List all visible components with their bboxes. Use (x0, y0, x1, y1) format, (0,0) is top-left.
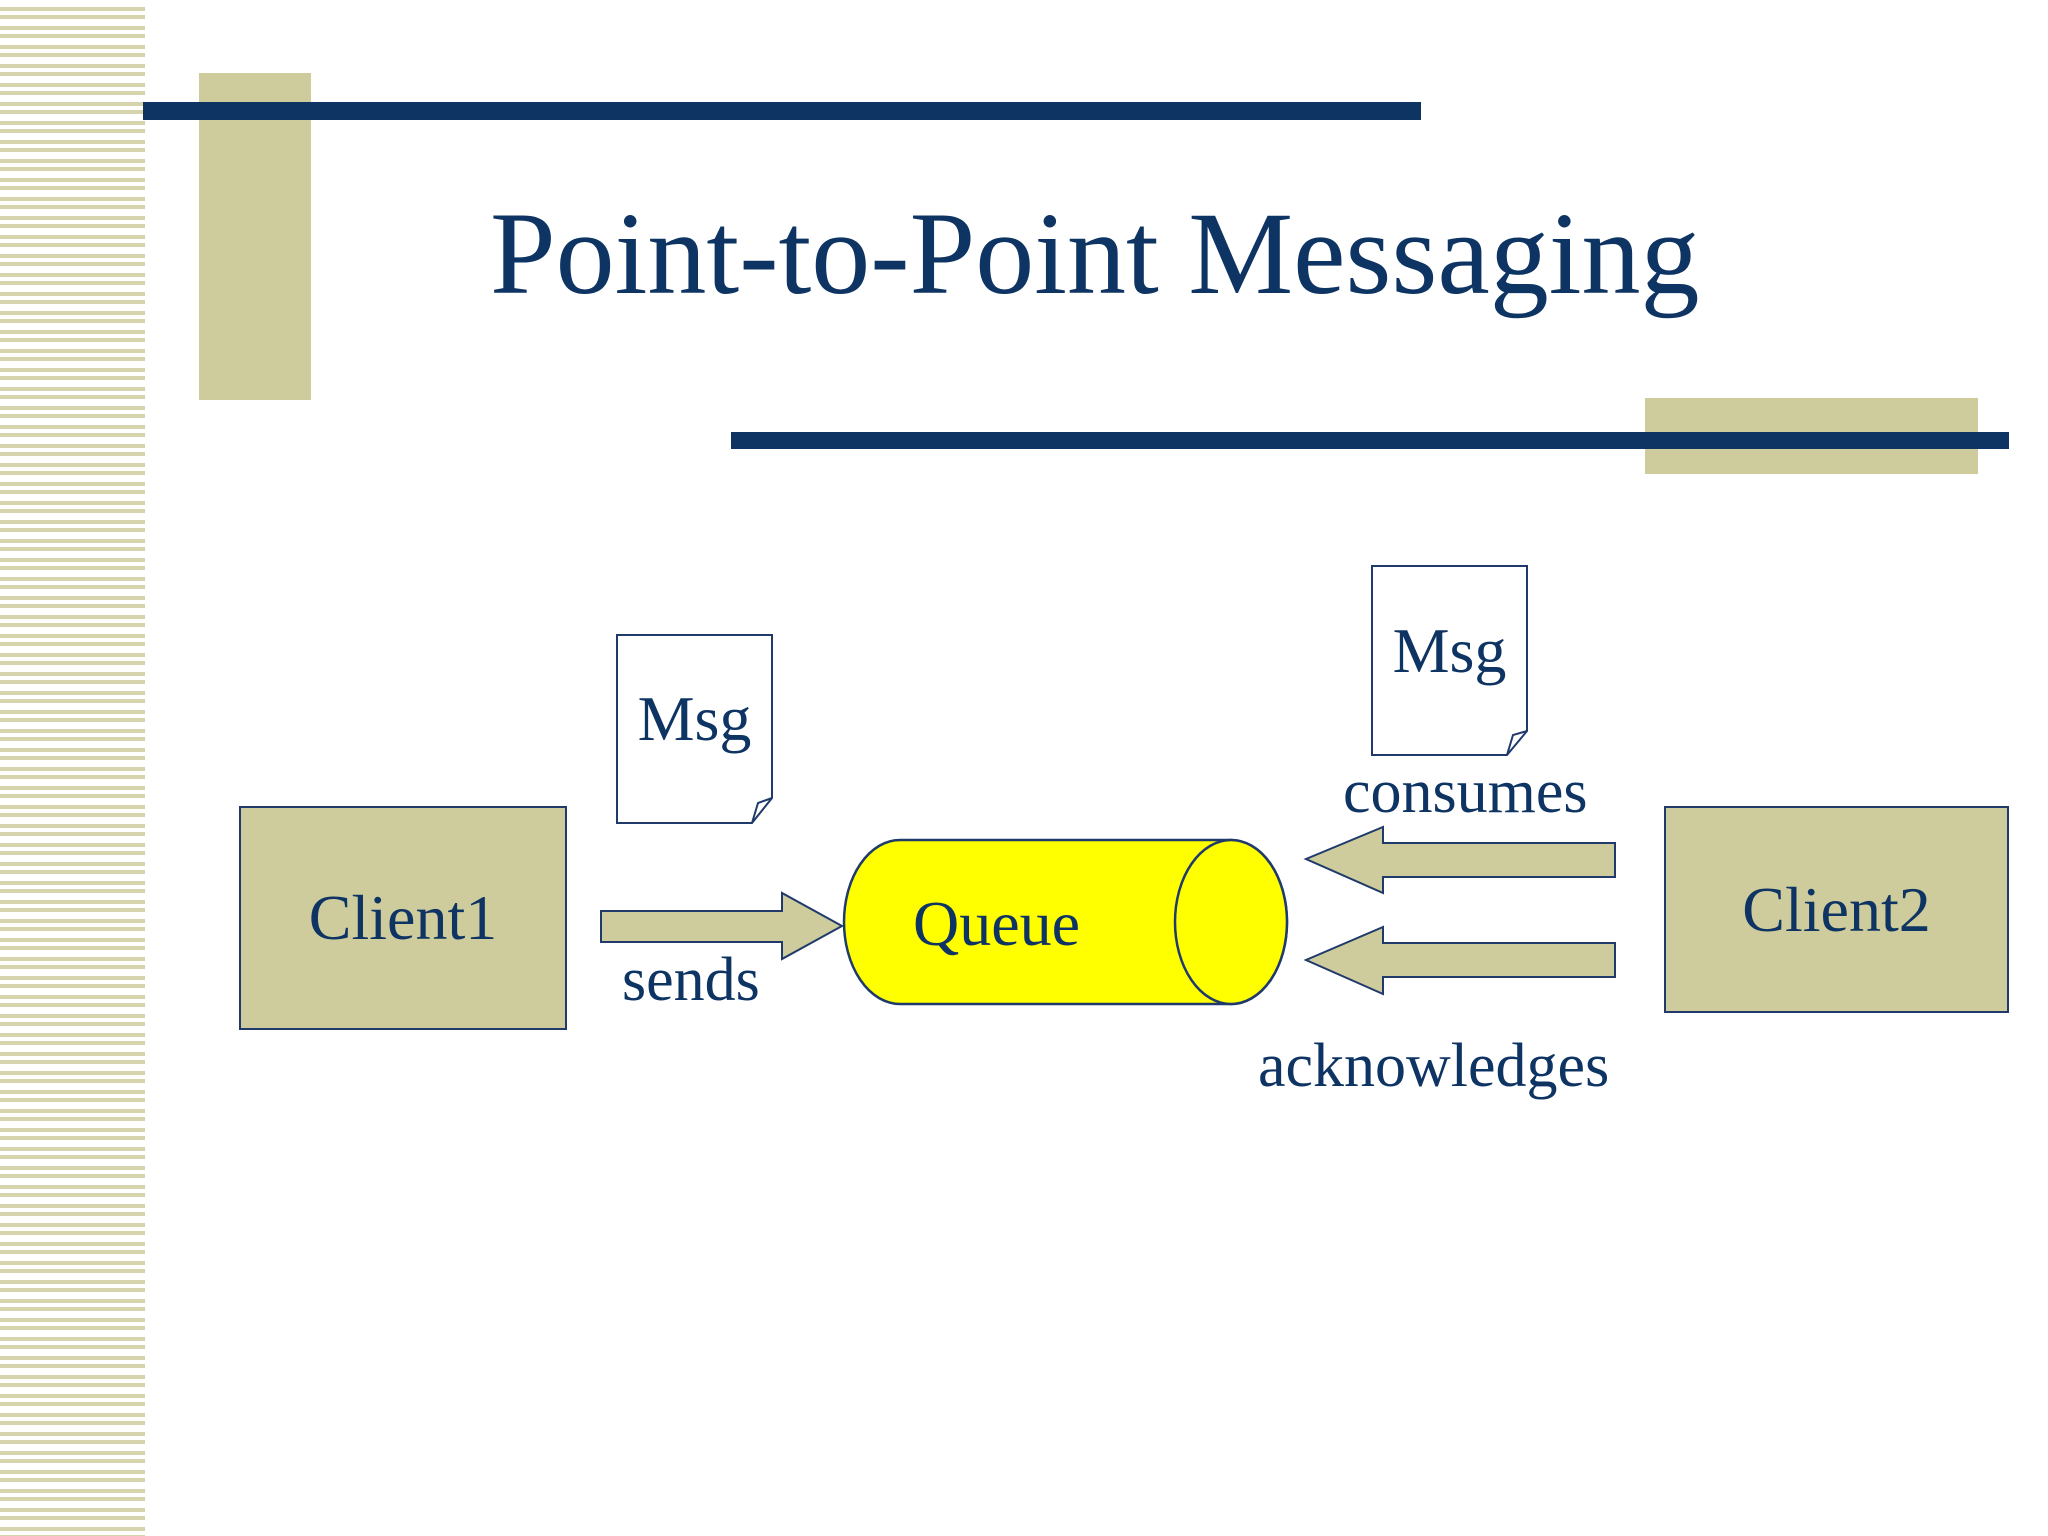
sends-arrow (600, 891, 845, 961)
left-stripe-decoration (0, 0, 145, 1536)
sends-label: sends (622, 946, 760, 1014)
client1-label: Client1 (308, 882, 498, 953)
acknowledges-arrow (1303, 925, 1616, 996)
slide-title: Point-to-Point Messaging (490, 188, 1700, 319)
client2-box: Client2 (1664, 806, 2009, 1013)
acknowledges-label: acknowledges (1258, 1032, 1610, 1100)
msg-document-icon (1371, 565, 1528, 756)
msg-consumed-label: Msg (1392, 615, 1507, 686)
client1-box: Client1 (239, 806, 567, 1030)
msg-document-icon (616, 634, 773, 824)
consumes-label: consumes (1343, 758, 1588, 826)
consumes-arrow (1303, 825, 1616, 895)
queue-label: Queue (913, 888, 1081, 959)
client2-label: Client2 (1742, 873, 1931, 945)
title-rule-top (143, 102, 1421, 120)
title-rule-bottom (731, 432, 2009, 449)
msg-sent-label: Msg (637, 683, 752, 754)
title-accent-block-left (199, 73, 311, 400)
queue-cylinder-end (1173, 838, 1289, 1006)
